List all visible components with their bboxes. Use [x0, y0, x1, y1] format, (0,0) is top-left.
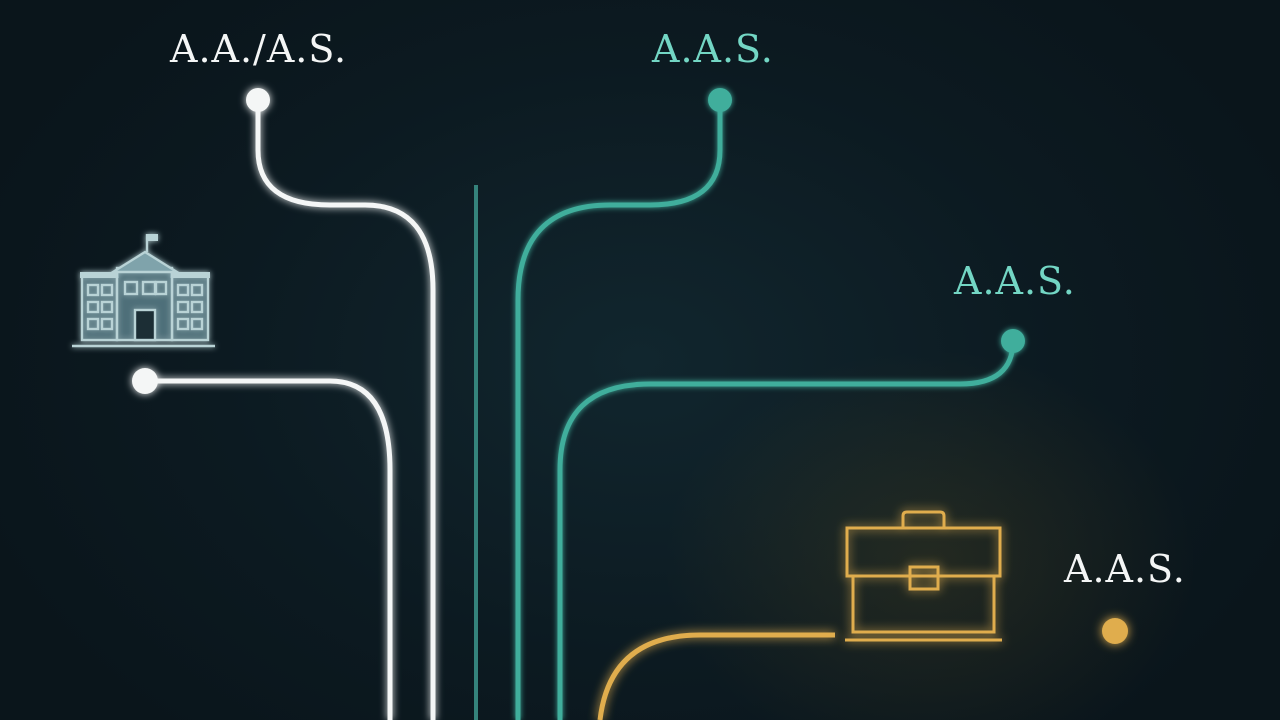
- degree-label-aas-top: A.A.S.: [652, 27, 774, 71]
- white-path-school: [145, 378, 393, 720]
- white-path-top: [255, 100, 436, 720]
- briefcase-icon: [845, 510, 1002, 642]
- gold-path-left: [597, 632, 835, 720]
- white-node-school: [132, 368, 158, 394]
- teal-node-middle: [1001, 329, 1025, 353]
- teal-node-top: [708, 88, 732, 112]
- gold-node: [1102, 618, 1128, 644]
- degree-label-aas-bottom: A.A.S.: [1064, 547, 1186, 591]
- degree-label-aa-as: A.A./A.S.: [170, 27, 348, 71]
- teal-path-middle: [557, 340, 1016, 720]
- teal-path-top: [515, 100, 723, 720]
- degree-label-aas-middle: A.A.S.: [954, 259, 1076, 303]
- white-node-top: [246, 88, 270, 112]
- school-building-icon: [72, 234, 215, 348]
